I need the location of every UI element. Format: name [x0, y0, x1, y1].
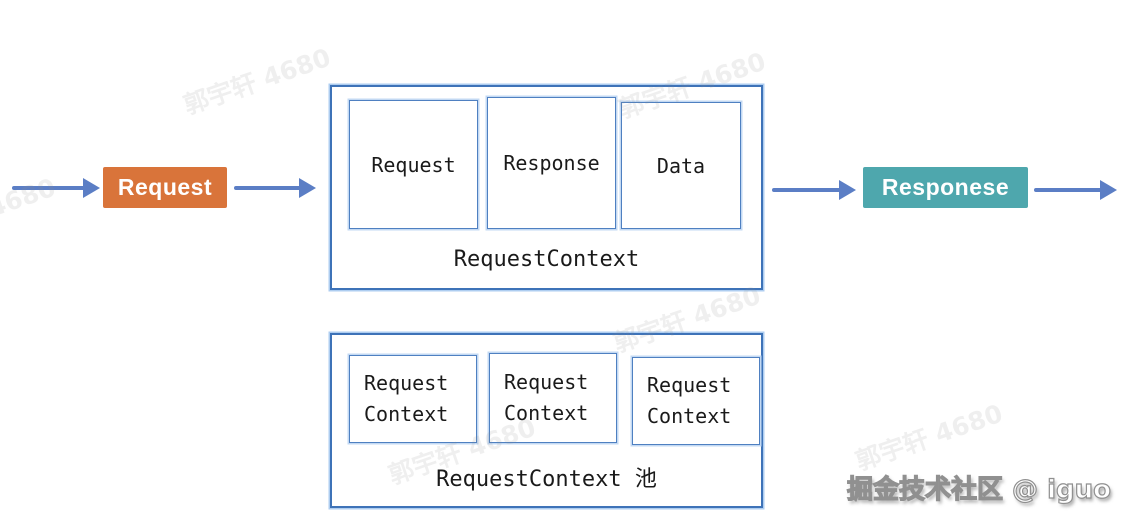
arrow-shaft: [12, 186, 87, 190]
pool-item-line: Request: [364, 371, 449, 395]
arrow-shaft: [1034, 188, 1104, 192]
request-context-pool-box: Request Context Request Context Request …: [330, 333, 763, 508]
pool-item-request-context: Request Context: [489, 353, 617, 443]
request-context-pool-label: RequestContext 池: [436, 467, 657, 492]
pool-item-line: Request: [504, 370, 589, 394]
context-item-label: Data: [656, 153, 706, 178]
flow-arrow-icon: [1034, 180, 1117, 200]
request-node: Request: [103, 167, 227, 208]
arrow-head: [839, 180, 856, 200]
flow-arrow-icon: [234, 178, 316, 198]
pool-item-line: Context: [647, 404, 732, 428]
request-context-box: Request Response Data RequestContext: [330, 85, 763, 290]
flow-arrow-icon: [12, 178, 100, 198]
context-item-response: Response: [487, 97, 616, 229]
context-item-label: Response: [503, 151, 600, 175]
request-node-label: Request: [117, 174, 213, 200]
arrow-shaft: [772, 188, 843, 192]
response-node: Responese: [863, 167, 1028, 208]
response-node-label: Responese: [881, 174, 1010, 200]
context-item-label: Request: [371, 152, 456, 177]
community-credit-watermark: 掘金技术社区 @ iguo: [846, 474, 1111, 505]
arrow-head: [299, 178, 316, 198]
context-item-data: Data: [621, 102, 741, 229]
pool-item-line: Context: [504, 401, 589, 425]
pool-item-line: Request: [647, 373, 732, 397]
watermark-text: 郭宇轩 4680: [851, 398, 1007, 477]
pool-item-request-context: Request Context: [349, 355, 477, 443]
arrow-shaft: [234, 186, 303, 190]
context-item-request: Request: [349, 100, 478, 229]
request-context-box-label: RequestContext: [453, 247, 640, 272]
arrow-head: [83, 178, 100, 198]
arrow-head: [1100, 180, 1117, 200]
flow-arrow-icon: [772, 180, 856, 200]
pool-item-request-context: Request Context: [632, 357, 760, 445]
pool-item-line: Context: [364, 402, 449, 426]
watermark-text: 郭宇轩 4680: [179, 42, 335, 121]
